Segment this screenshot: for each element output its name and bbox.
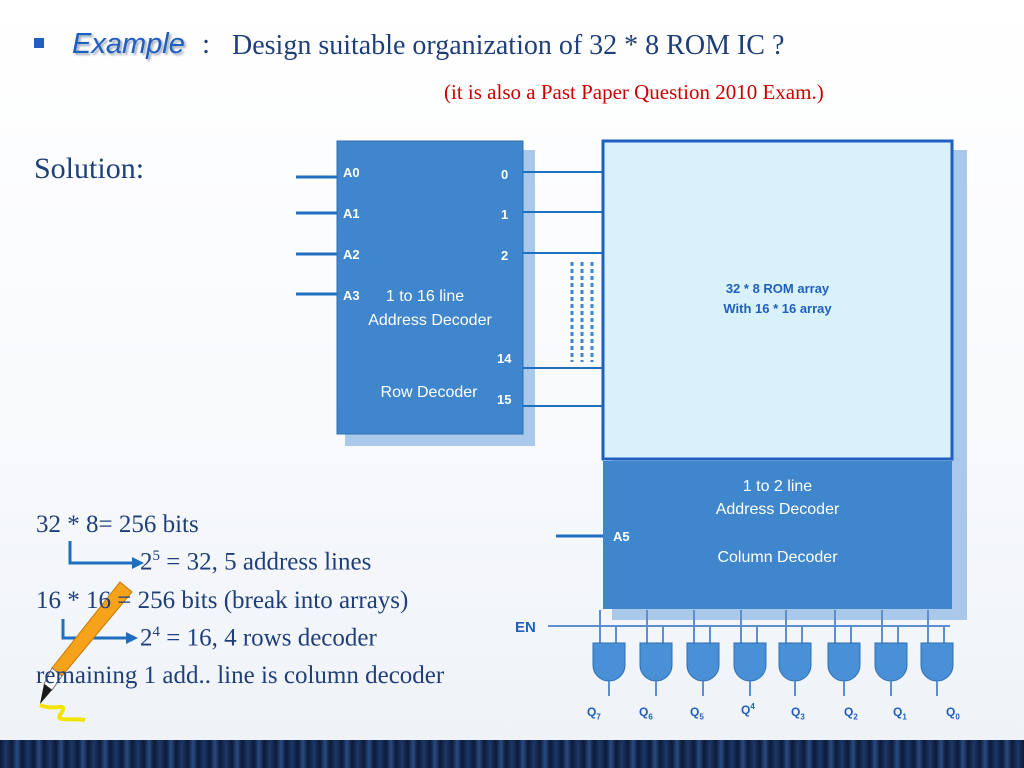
pin-out-1: 1 xyxy=(501,207,509,222)
output-label-q4: Q4 xyxy=(741,702,755,717)
rom-array-title-1: 32 * 8 ROM array xyxy=(725,281,830,296)
pin-a5: A5 xyxy=(613,529,630,544)
footer-bar xyxy=(0,740,1024,768)
pin-out-0: 0 xyxy=(501,167,509,182)
example-label: Example xyxy=(72,28,185,60)
and-gate-q7 xyxy=(592,610,626,696)
column-decoder-title-2: Address Decoder xyxy=(715,501,840,518)
and-gate-q6 xyxy=(639,610,673,696)
pin-a2: A2 xyxy=(343,247,360,262)
and-gate-q5 xyxy=(686,610,720,696)
calc-line-2: 25 = 32, 5 address lines xyxy=(140,548,372,576)
bullet-icon xyxy=(34,38,44,48)
row-decoder-title-2: Address Decoder xyxy=(368,312,492,329)
output-label-q2: Q2 xyxy=(844,705,858,722)
pin-a3: A3 xyxy=(343,288,360,303)
row-decoder-name: Row Decoder xyxy=(380,384,478,401)
output-label-q1: Q1 xyxy=(893,705,907,722)
rom-array-title-2: With 16 * 16 array xyxy=(723,301,832,316)
arrow-icon-1 xyxy=(68,541,144,569)
highlighter-pen-icon xyxy=(39,581,133,722)
pin-a1: A1 xyxy=(343,206,360,221)
rom-array-block xyxy=(601,139,954,461)
output-label-q7: Q7 xyxy=(587,705,601,722)
row-decoder-block xyxy=(336,140,524,435)
question-text: Design suitable organization of 32 * 8 R… xyxy=(232,30,785,61)
and-gate-q0 xyxy=(920,610,954,696)
header-colon: : xyxy=(202,28,211,60)
and-gates xyxy=(592,610,954,696)
pin-out-14: 14 xyxy=(497,351,512,366)
column-decoder-block xyxy=(603,461,952,609)
calc-line-5: remaining 1 add.. line is column decoder xyxy=(36,662,445,689)
and-gate-q3 xyxy=(778,610,812,696)
pin-out-15: 15 xyxy=(497,392,512,407)
column-decoder-name: Column Decoder xyxy=(717,549,838,566)
arrow-icon-2 xyxy=(61,619,138,644)
and-gate-q2 xyxy=(827,610,861,696)
pin-a0: A0 xyxy=(343,165,360,180)
exam-note: (it is also a Past Paper Question 2010 E… xyxy=(444,80,824,104)
enable-label: EN xyxy=(515,619,536,636)
output-label-q5: Q5 xyxy=(690,705,704,722)
pin-out-2: 2 xyxy=(501,248,509,263)
row-decoder-title-1: 1 to 16 line xyxy=(385,288,465,305)
and-gate-q1 xyxy=(874,610,908,696)
solution-label: Solution: xyxy=(34,152,145,185)
calc-line-3: 16 * 16 = 256 bits (break into arrays) xyxy=(36,587,409,614)
column-decoder-title-1: 1 to 2 line xyxy=(742,478,813,495)
output-label-q3: Q3 xyxy=(791,705,805,722)
output-label-q0: Q0 xyxy=(946,705,960,722)
output-label-q6: Q6 xyxy=(639,705,653,722)
calc-line-4: 24 = 16, 4 rows decoder xyxy=(140,624,377,652)
calc-line-1: 32 * 8= 256 bits xyxy=(36,511,199,538)
and-gate-q4 xyxy=(733,610,767,696)
